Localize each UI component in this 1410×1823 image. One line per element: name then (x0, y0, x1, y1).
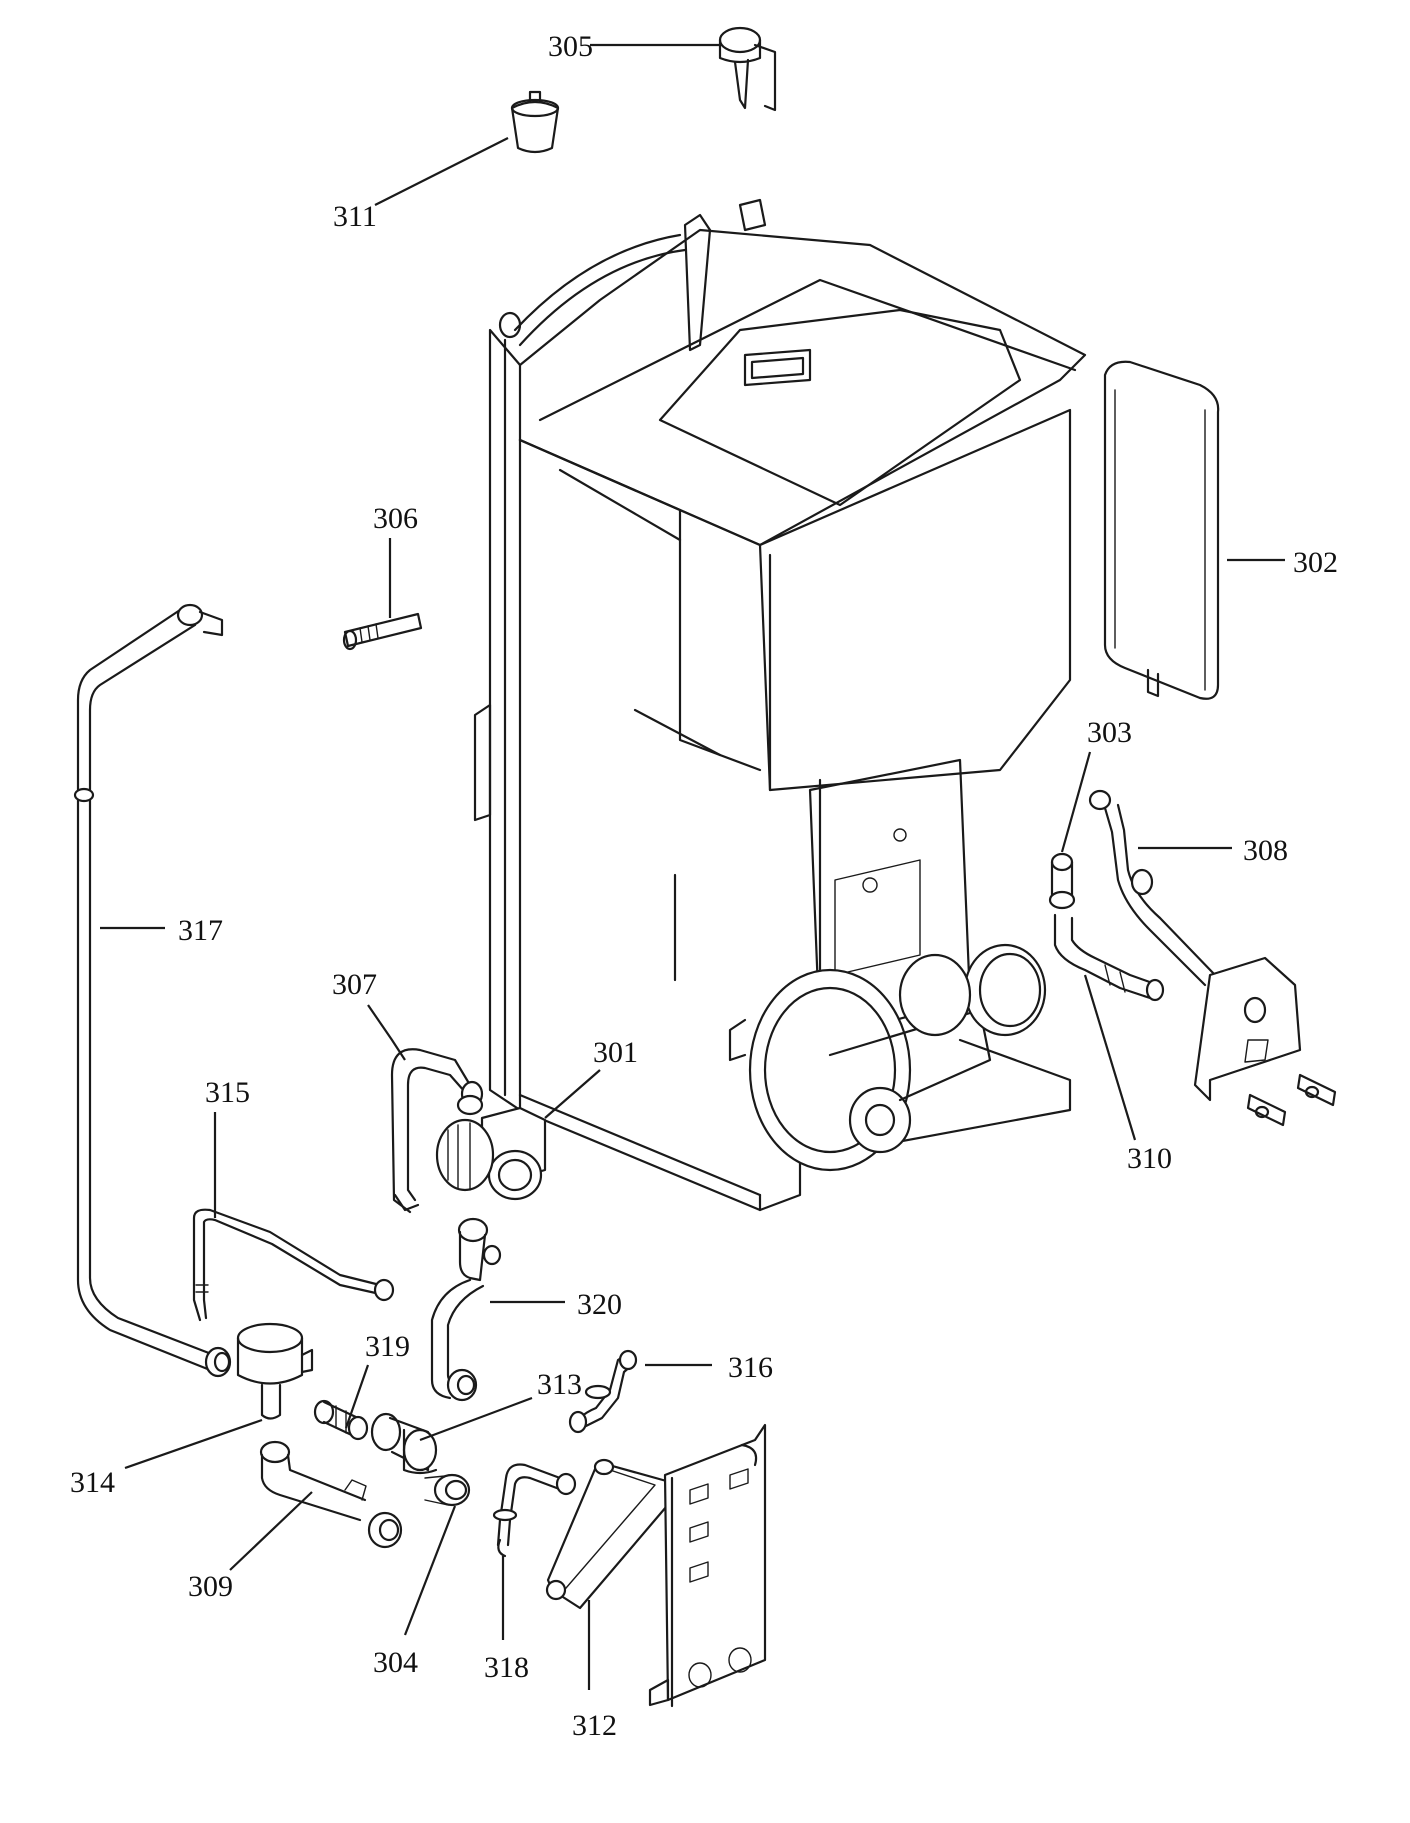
leader-310 (1083, 974, 1137, 1141)
pipe-318 (492, 1463, 577, 1558)
air-vent-bracket (718, 26, 777, 112)
leader-301 (544, 1069, 601, 1119)
callout-310: 310 (1127, 1142, 1172, 1175)
callout-313: 313 (537, 1368, 582, 1401)
leader-319 (344, 1364, 370, 1429)
pipe-315 (192, 1208, 395, 1322)
sensor-probe (342, 612, 423, 651)
fitting-303 (1048, 852, 1076, 910)
callout-312: 312 (572, 1709, 617, 1742)
callout-305: 305 (548, 30, 593, 63)
callout-308: 308 (1243, 834, 1288, 867)
leader-311 (374, 137, 509, 206)
pipe-308 (1088, 789, 1217, 987)
leader-309 (229, 1491, 313, 1571)
callout-320: 320 (577, 1288, 622, 1321)
valve-assembly-313 (370, 1412, 438, 1475)
leader-303 (1060, 751, 1092, 853)
callout-labels: 305 311 306 302 303 308 317 307 301 310 … (70, 30, 1338, 1742)
callout-302: 302 (1293, 546, 1338, 579)
callout-318: 318 (484, 1651, 529, 1684)
leader-313 (419, 1396, 533, 1442)
leader-304 (403, 1505, 457, 1636)
exchanger-bracket (648, 1423, 767, 1708)
pipe-307 (390, 1048, 484, 1214)
boiler-casing (473, 198, 1087, 1212)
pipe-309 (259, 1440, 403, 1549)
callout-307: 307 (332, 968, 377, 1001)
pipe-316 (568, 1349, 638, 1434)
automatic-air-vent (510, 90, 560, 154)
callout-311: 311 (333, 200, 377, 233)
callout-315: 315 (205, 1076, 250, 1109)
callout-306: 306 (373, 502, 418, 535)
callout-317: 317 (178, 914, 223, 947)
fitting-319 (313, 1399, 369, 1441)
expansion-vessel (1103, 360, 1220, 700)
callout-303: 303 (1087, 716, 1132, 749)
circulating-pump (435, 1094, 547, 1201)
valve-body-314 (236, 1322, 314, 1420)
leader-lines (100, 43, 1285, 1690)
callout-319: 319 (365, 1330, 410, 1363)
callout-301: 301 (593, 1036, 638, 1069)
pipe-320 (430, 1217, 502, 1402)
callout-316: 316 (728, 1351, 773, 1384)
callout-309: 309 (188, 1570, 233, 1603)
connector-304 (424, 1473, 471, 1507)
leader-314 (124, 1418, 263, 1470)
callout-314: 314 (70, 1466, 115, 1499)
valve-bracket (1193, 956, 1337, 1127)
callout-304: 304 (373, 1646, 418, 1679)
leader-307 (367, 1004, 406, 1061)
pipe-310 (1053, 913, 1165, 1002)
pipe-317 (73, 603, 232, 1378)
